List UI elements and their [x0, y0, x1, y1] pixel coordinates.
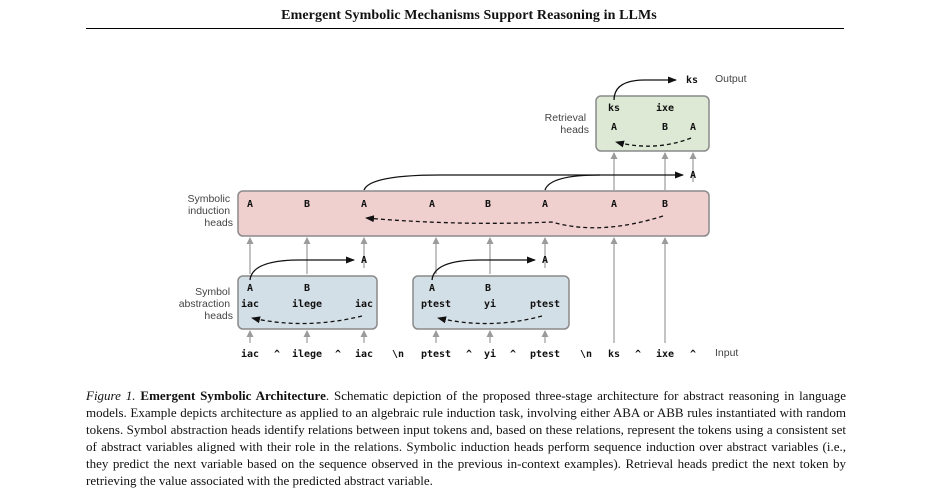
abstraction1-arc [249, 256, 355, 281]
caption-body: . Schematic depiction of the proposed th… [86, 388, 846, 488]
input-token-4: ^ [335, 349, 341, 360]
retrieval-variable-3: A [690, 122, 696, 133]
abstraction2-dashed-arrow [437, 315, 543, 325]
abstraction1-prediction: A [361, 255, 367, 266]
input-token-2: ^ [274, 349, 280, 360]
retrieval-heads-box [595, 95, 710, 152]
abstraction2-variable-2: B [485, 283, 491, 294]
induction-variable-3: A [361, 199, 367, 210]
abstraction1-variable-2: B [304, 283, 310, 294]
input-token-9: yi [484, 348, 496, 360]
input-token-10: ^ [510, 349, 516, 360]
induction-heads-box [237, 190, 710, 237]
figure-caption: Figure 1. Emergent Symbolic Architecture… [86, 387, 846, 489]
abstraction1-token-3: iac [355, 298, 373, 310]
abstraction-to-induction-arrows [246, 237, 549, 274]
induction-arc-2 [544, 174, 601, 191]
input-token-row: iac ^ ilege ^ iac \n ptest ^ yi ^ ptest … [241, 348, 696, 360]
retrieval-variable-1: A [611, 122, 617, 133]
abstraction1-token-1: iac [241, 298, 259, 310]
input-token-3: ilege [292, 348, 322, 360]
induction-to-retrieval-arrows [610, 152, 697, 190]
abstraction2-prediction: A [542, 255, 548, 266]
retrieval-variable-2: B [662, 122, 668, 133]
induction-variable-6: A [542, 199, 548, 210]
induction-variable-4: A [429, 199, 435, 210]
abstraction1-variable-1: A [247, 283, 253, 294]
input-token-6: \n [392, 349, 404, 360]
abstraction-heads-box-1 [237, 275, 378, 330]
input-token-5: iac [355, 348, 373, 360]
induction-variable-2: B [304, 199, 310, 210]
abstraction2-token-3: ptest [530, 299, 560, 310]
running-header: Emergent Symbolic Mechanisms Support Rea… [281, 8, 657, 23]
input-token-1: iac [241, 348, 259, 360]
retrieval-heads-label: Retrieval heads [545, 112, 589, 136]
retrieval-output-arrow [613, 76, 677, 101]
retrieval-token-2: ixe [656, 102, 674, 114]
input-token-16: ^ [690, 349, 696, 360]
input-token-15: ixe [656, 348, 674, 360]
input-token-8: ^ [466, 349, 472, 360]
input-token-12: \n [580, 349, 592, 360]
induction-variable-1: A [247, 199, 253, 210]
figure-label: Figure 1. [86, 388, 136, 403]
abstraction2-variable-1: A [429, 283, 435, 294]
input-token-7: ptest [421, 349, 451, 360]
input-arrows [246, 237, 669, 343]
output-label: Output [715, 73, 747, 85]
output-token: ks [686, 75, 698, 86]
retrieval-token-1: ks [608, 103, 620, 114]
input-token-14: ^ [635, 349, 641, 360]
abstraction1-token-2: ilege [292, 298, 322, 310]
input-token-13: ks [608, 349, 620, 360]
induction-variable-8: B [662, 199, 668, 210]
abstraction2-token-2: yi [484, 298, 496, 310]
symbolic-induction-heads-label: Symbolic induction heads [187, 193, 233, 229]
input-token-11: ptest [530, 349, 560, 360]
induction-dashed-arrow [365, 215, 664, 229]
abstraction2-token-1: ptest [421, 299, 451, 310]
abstraction2-arc [431, 256, 536, 281]
induction-variable-5: B [485, 199, 491, 210]
retrieval-dashed-arrow [615, 137, 692, 148]
header-rule [86, 28, 844, 29]
induction-arc-1 [363, 171, 684, 191]
abstraction-heads-box-2 [412, 275, 570, 330]
abstraction1-dashed-arrow [251, 315, 363, 325]
caption-title: Emergent Symbolic Architecture [140, 388, 326, 403]
input-label: Input [715, 347, 738, 359]
induction-variable-7: A [611, 199, 617, 210]
induction-prediction: A [690, 170, 696, 181]
symbol-abstraction-heads-label: Symbol abstraction heads [179, 286, 233, 322]
